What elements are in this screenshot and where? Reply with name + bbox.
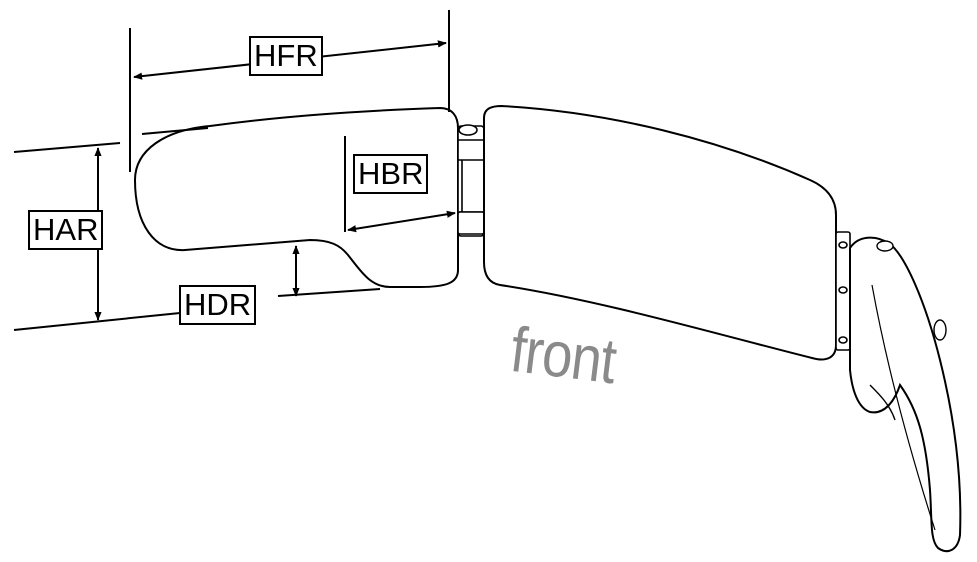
hbr-label: HBR: [353, 154, 429, 194]
arm-pivot: [876, 240, 894, 252]
left-ear-piece: [133, 106, 459, 288]
hbr-dimension-line: [347, 210, 456, 233]
right-hinge: [835, 231, 851, 351]
arm-edge-line: [871, 284, 936, 531]
hdr-extension: [277, 288, 381, 297]
har-extension-top: [13, 142, 121, 153]
har-label: HAR: [28, 210, 104, 250]
hdr-label: HDR: [179, 285, 257, 325]
arm-notch: [869, 384, 896, 421]
har-extension-bottom: [13, 312, 181, 331]
right-temple-arm: [849, 236, 962, 553]
hinge: [457, 124, 485, 237]
front-label: front: [507, 312, 620, 398]
har-extension-top-right: [141, 127, 209, 135]
arm-button: [933, 319, 947, 341]
hfr-label: HFR: [249, 36, 323, 76]
